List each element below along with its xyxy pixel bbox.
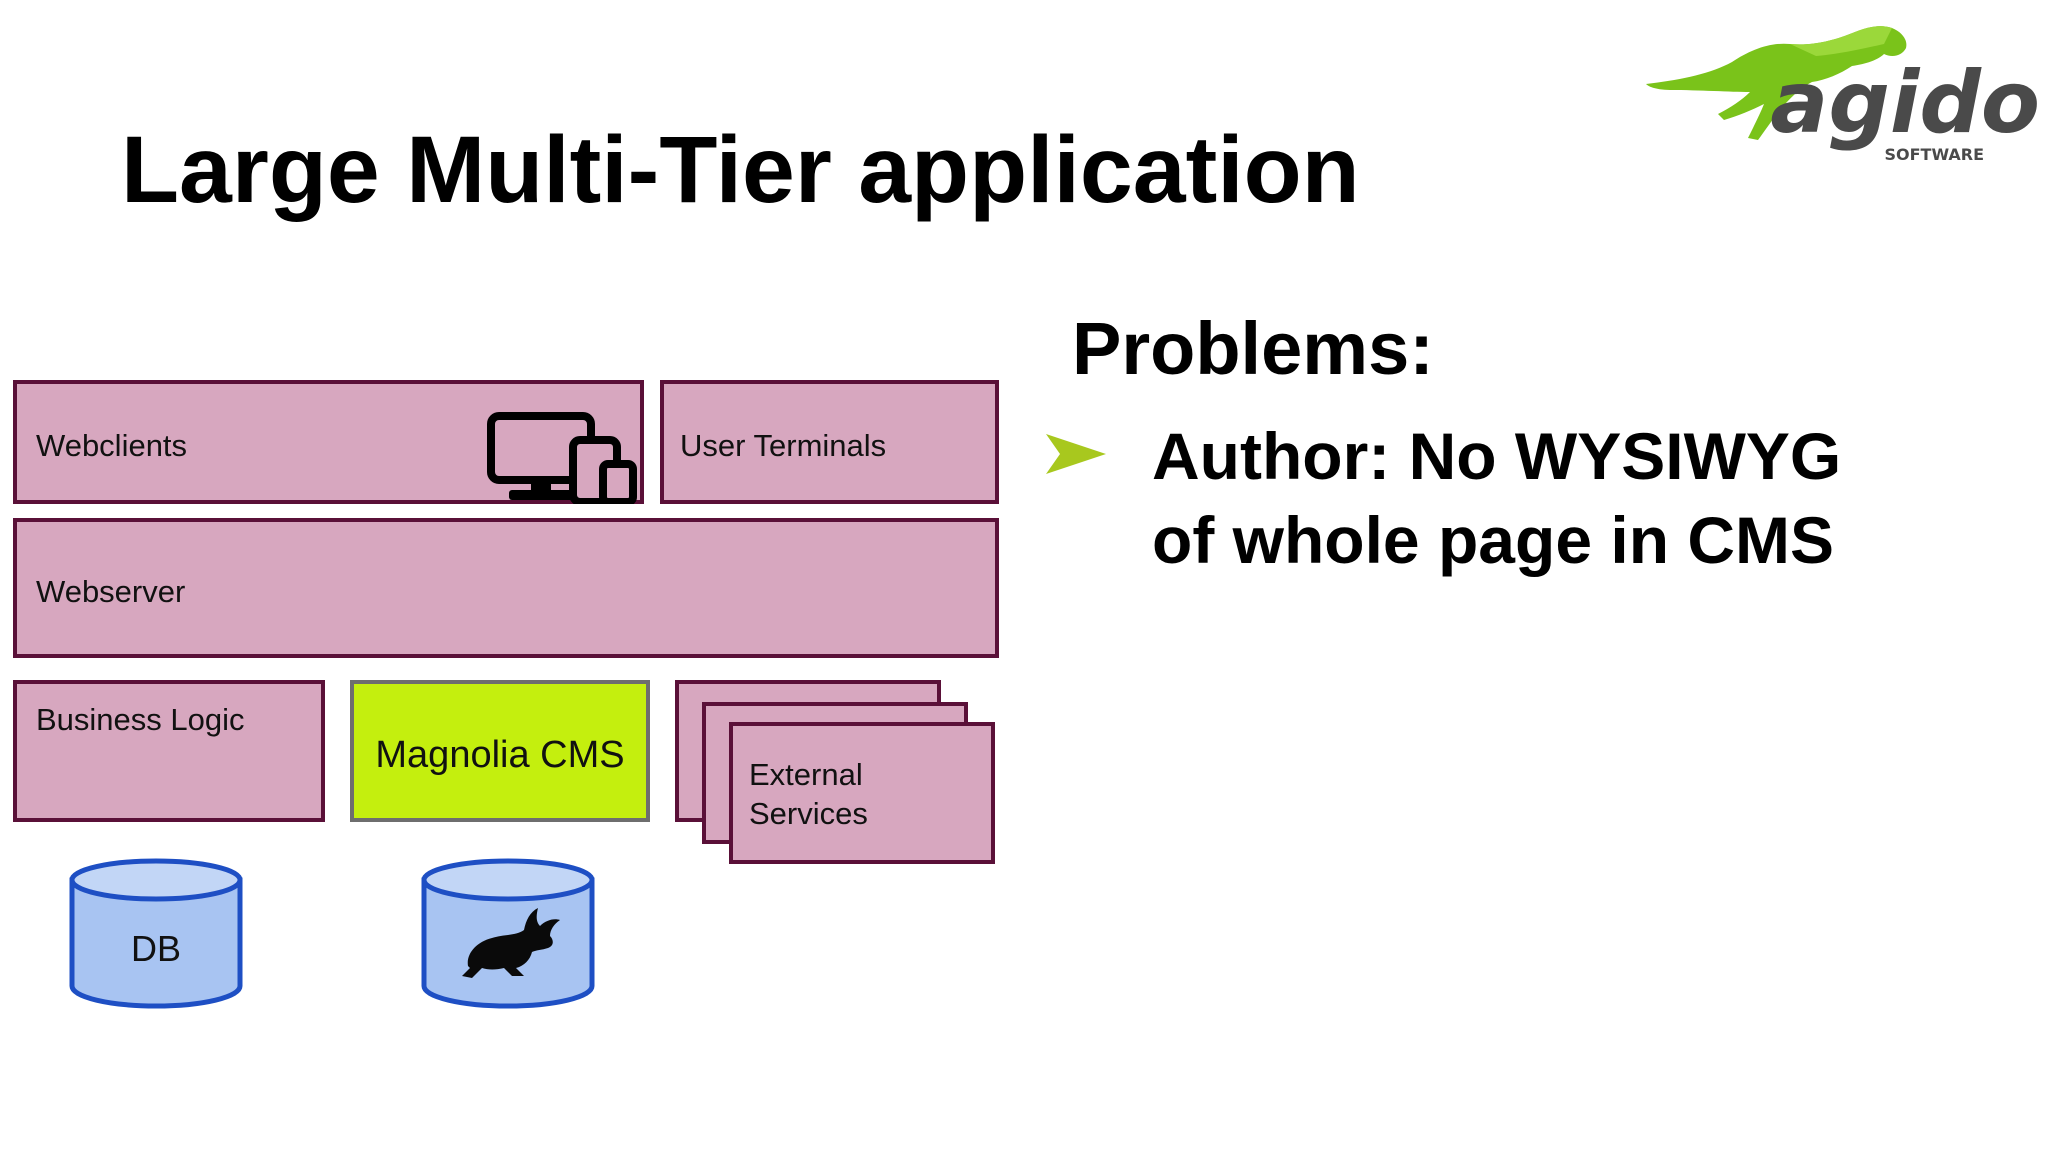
slide-title: Large Multi-Tier application [121,117,1360,223]
devices-icon [487,412,637,504]
user-terminals-box: User Terminals [660,380,999,504]
business-logic-box: Business Logic [13,680,325,822]
panther-logo-icon [1646,26,1907,141]
agido-logo: agido SOFTWARE [1640,14,2040,174]
problems-heading: Problems: [1072,307,1434,390]
cms-repository-cylinder [420,858,596,1012]
webserver-box: Webserver [13,518,999,658]
problem-item: Author: No WYSIWYG of whole page in CMS [1152,419,1842,577]
db-label: DB [130,928,181,969]
magnolia-cms-box: Magnolia CMS [350,680,650,822]
hare-icon [462,908,560,978]
webserver-label: Webserver [36,574,186,609]
webclients-label: Webclients [36,428,188,463]
external-services-label: External Services [749,757,868,831]
db-cylinder: DB [68,858,244,1012]
external-services-box: External Services [729,722,995,864]
business-logic-label: Business Logic [36,702,245,737]
user-terminals-label: User Terminals [680,428,887,463]
logo-wordmark: agido [1770,53,2040,153]
webclients-box: Webclients [13,380,644,504]
logo-tagline: SOFTWARE [1884,145,1984,164]
bullet-arrow-icon [1046,434,1106,474]
magnolia-cms-label: Magnolia CMS [375,734,625,776]
